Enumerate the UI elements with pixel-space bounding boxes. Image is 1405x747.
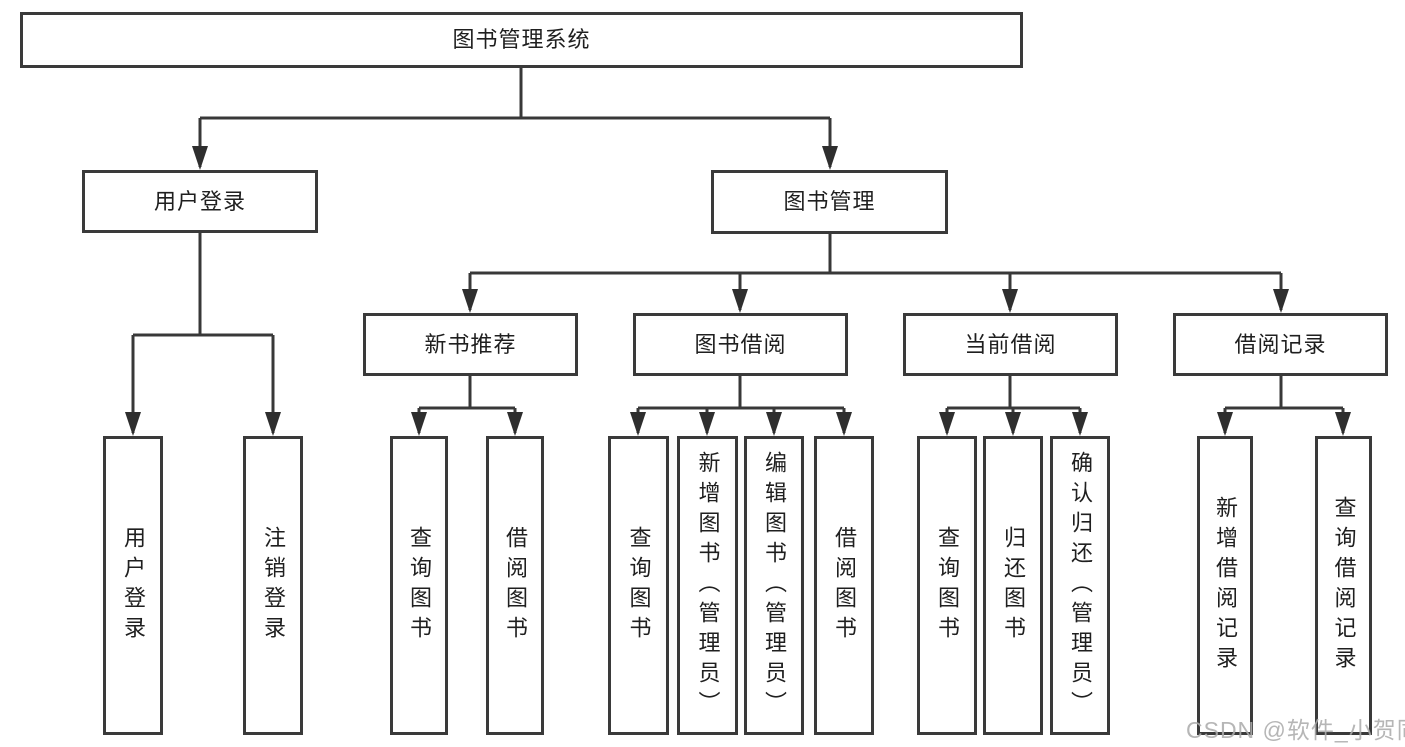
arrowhead xyxy=(1335,412,1351,436)
connector-book-borrow-to-leaves xyxy=(636,376,846,433)
node-book-management: 图书管理 xyxy=(711,170,948,234)
leaf-query-books-borrow: 查询图书 xyxy=(608,436,669,735)
leaf-add-books-admin: 新增图书（管理员） xyxy=(677,436,738,735)
arrowhead xyxy=(507,412,523,436)
leaf-borrow-books-recommend: 借阅图书 xyxy=(486,436,544,735)
arrowhead xyxy=(265,412,281,436)
arrowhead xyxy=(939,412,955,436)
leaf-query-books-recommend: 查询图书 xyxy=(390,436,448,735)
node-current-borrow: 当前借阅 xyxy=(903,313,1118,376)
leaf-edit-books-admin: 编辑图书（管理员） xyxy=(744,436,804,735)
csdn-watermark: CSDN @软件_小贺同学 xyxy=(1186,717,1405,743)
node-new-book-recommend: 新书推荐 xyxy=(363,313,578,376)
connector-root-to-level2 xyxy=(198,68,832,167)
leaf-user-login: 用户登录 xyxy=(103,436,163,735)
arrowhead xyxy=(699,412,715,436)
arrowhead xyxy=(1273,289,1289,313)
node-user-login: 用户登录 xyxy=(82,170,318,233)
connector-current-borrow-to-leaves xyxy=(945,376,1082,433)
arrowhead xyxy=(822,146,838,170)
arrowhead xyxy=(1072,412,1088,436)
arrowhead xyxy=(125,412,141,436)
leaf-query-borrow-record: 查询借阅记录 xyxy=(1315,436,1372,735)
arrowhead xyxy=(836,412,852,436)
leaf-logout: 注销登录 xyxy=(243,436,303,735)
leaf-add-borrow-record: 新增借阅记录 xyxy=(1197,436,1253,735)
node-book-borrow: 图书借阅 xyxy=(633,313,848,376)
arrowhead xyxy=(1217,412,1233,436)
arrowhead xyxy=(192,146,208,170)
node-root-library-management-system: 图书管理系统 xyxy=(20,12,1023,68)
arrowhead xyxy=(411,412,427,436)
leaf-return-books: 归还图书 xyxy=(983,436,1043,735)
connector-borrow-records-to-leaves xyxy=(1223,376,1345,433)
connector-book-management-to-level3 xyxy=(468,234,1283,310)
node-borrow-records: 借阅记录 xyxy=(1173,313,1388,376)
connector-new-book-recommend-to-leaves xyxy=(417,376,517,433)
connector-user-login-to-leaves xyxy=(131,233,275,433)
leaf-query-books-current: 查询图书 xyxy=(917,436,977,735)
arrowhead xyxy=(1002,289,1018,313)
arrowhead xyxy=(766,412,782,436)
arrowhead xyxy=(1005,412,1021,436)
leaf-confirm-return-admin: 确认归还（管理员） xyxy=(1050,436,1110,735)
arrowhead xyxy=(630,412,646,436)
arrowhead xyxy=(462,289,478,313)
arrowhead xyxy=(732,289,748,313)
leaf-borrow-books: 借阅图书 xyxy=(814,436,874,735)
